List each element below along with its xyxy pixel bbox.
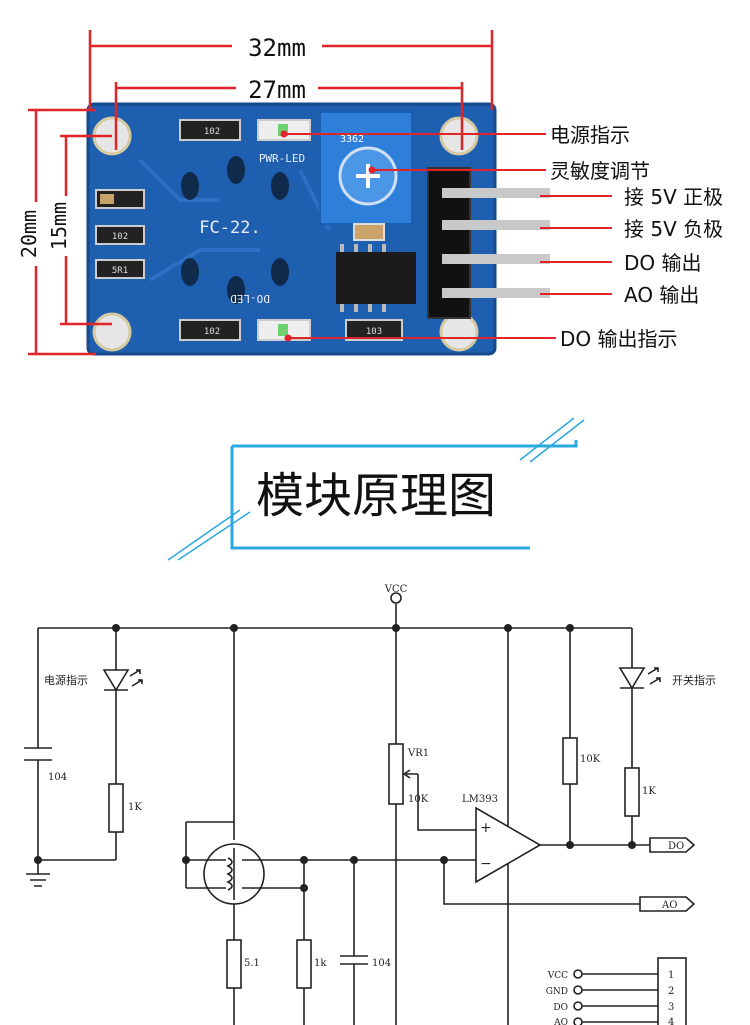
callout-power-indicator: 电源指示 bbox=[550, 123, 630, 147]
dim-outer-width: 32mm bbox=[248, 34, 306, 62]
pwr-led-silk: PWR-LED bbox=[259, 152, 305, 165]
label-r-load: 1k bbox=[314, 958, 327, 969]
label-comparator: LM393 bbox=[462, 794, 498, 805]
dimension-lines bbox=[28, 30, 494, 356]
title-frame bbox=[167, 417, 585, 561]
board-model: FC-22. bbox=[199, 218, 260, 238]
label-vcc: VCC bbox=[384, 584, 408, 595]
mount-hole bbox=[439, 312, 479, 352]
do-led bbox=[257, 319, 311, 341]
header-label: GND bbox=[546, 987, 568, 997]
lm393-chip bbox=[336, 244, 416, 312]
comparator-minus: − bbox=[480, 856, 492, 872]
callout-lines bbox=[284, 133, 612, 339]
comparator-plus: + bbox=[480, 820, 492, 836]
label-switch-led: 开关指示 bbox=[672, 673, 716, 687]
smd-resistor bbox=[95, 189, 145, 209]
dim-hole-width: 27mm bbox=[248, 76, 306, 104]
resistor-code: 102 bbox=[204, 327, 220, 337]
resistor-code: 102 bbox=[204, 127, 220, 137]
mount-hole bbox=[439, 116, 479, 156]
smd-resistor: 103 bbox=[345, 319, 403, 341]
callout-dots bbox=[280, 130, 376, 342]
schematic bbox=[24, 592, 696, 1025]
header-pin-number: 1 bbox=[668, 970, 674, 981]
pcb-board: 102 5R1 102 PWR-LED FC-22. 3362 bbox=[86, 102, 550, 356]
callout-sensitivity: 灵敏度调节 bbox=[550, 159, 650, 183]
potentiometer: 3362 bbox=[319, 111, 413, 225]
header-pin-number: 2 bbox=[668, 986, 674, 997]
mount-hole bbox=[92, 312, 132, 352]
resistor-code: 102 bbox=[112, 232, 128, 242]
label-r-heater: 5.1 bbox=[244, 958, 260, 969]
header-label: VCC bbox=[547, 971, 568, 981]
tag-do: DO bbox=[668, 841, 684, 852]
dim-hole-height: 15mm bbox=[47, 202, 71, 250]
label-cap-mid: 104 bbox=[372, 958, 391, 969]
resistor-code: 5R1 bbox=[112, 266, 128, 276]
dim-outer-height: 20mm bbox=[17, 210, 41, 258]
label-r-led2: 1K bbox=[642, 786, 656, 797]
header-label: AO bbox=[553, 1018, 568, 1025]
header-label: DO bbox=[553, 1003, 568, 1013]
tag-ao: AO bbox=[661, 900, 677, 911]
label-r-pullup: 10K bbox=[580, 754, 601, 765]
header-pin-number: 4 bbox=[668, 1017, 674, 1025]
section-title: 模块原理图 bbox=[256, 468, 496, 524]
smd-resistor: 102 bbox=[179, 319, 241, 341]
smd-resistor: 102 bbox=[179, 119, 241, 141]
smd-resistor: 102 bbox=[95, 225, 145, 245]
do-led-silk: DO-LED bbox=[230, 292, 270, 305]
label-vr: VR1 bbox=[407, 748, 429, 759]
smd-resistor: 5R1 bbox=[95, 259, 145, 279]
pot-code: 3362 bbox=[340, 134, 364, 145]
callout-gnd-pin: 接 5V 负极 bbox=[624, 217, 723, 241]
callout-do-indicator: DO 输出指示 bbox=[560, 327, 678, 351]
label-vr-value: 10K bbox=[408, 794, 429, 805]
pin-header bbox=[427, 167, 550, 319]
label-cap-left: 104 bbox=[48, 772, 67, 783]
resistor-code: 103 bbox=[366, 327, 382, 337]
callout-vcc-pin: 接 5V 正极 bbox=[624, 185, 723, 209]
header-pin-number: 3 bbox=[668, 1002, 674, 1013]
callout-do-pin: DO 输出 bbox=[624, 251, 702, 275]
label-power-led: 电源指示 bbox=[44, 673, 88, 687]
label-r-left: 1K bbox=[128, 802, 142, 813]
callout-ao-pin: AO 输出 bbox=[624, 283, 699, 307]
junction-dots bbox=[34, 624, 636, 892]
